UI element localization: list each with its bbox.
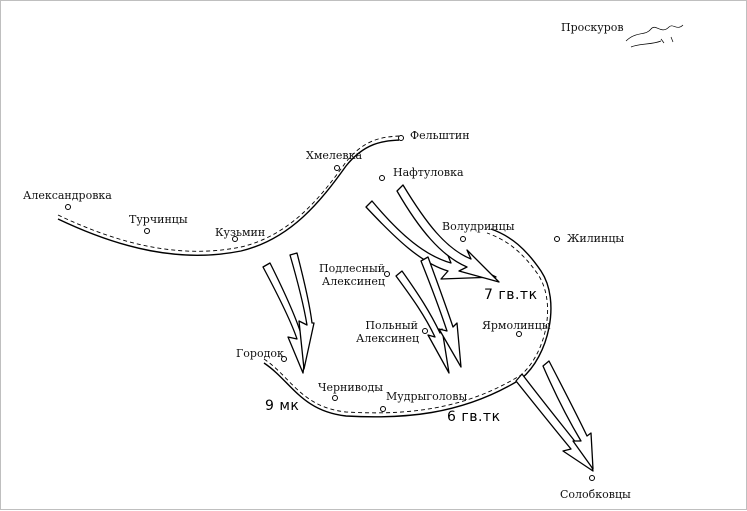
place-dot-polny: [422, 328, 428, 334]
unit-label-7gvtk: 7 гв.тк: [484, 287, 538, 303]
place-dot-felshtin: [398, 135, 404, 141]
place-label-mudrygolovy: Мудрыголовы: [386, 390, 468, 403]
place-dot-zhilintsy: [554, 236, 560, 242]
place-label-kuzmin: Кузьмин: [215, 226, 266, 239]
place-label-felshtin: Фельштин: [410, 129, 470, 142]
arrow-7gvtk-right: [396, 184, 500, 283]
place-label-gorodok: Городок: [236, 347, 284, 360]
place-label-yarmolintsy: Ярмолинцы: [482, 319, 551, 332]
place-dot-chernivody: [332, 395, 338, 401]
place-dot-voludrintsy: [460, 236, 466, 242]
place-label-chernivody: Черниводы: [318, 381, 384, 394]
arrow-solobkovtsy-inner: [542, 360, 594, 470]
place-dot-naftulovka: [379, 175, 385, 181]
place-dot-turchintsy: [144, 228, 150, 234]
unit-label-9mk: 9 мк: [265, 398, 300, 414]
place-dot-mudrygolovy: [380, 406, 386, 412]
place-dot-khmelevka: [334, 165, 340, 171]
place-label-polny: Польный Алексинец: [356, 319, 420, 345]
place-dot-yarmolintsy: [516, 331, 522, 337]
arrow-9mk-right: [289, 252, 315, 370]
place-dot-aleksandrovka: [65, 204, 71, 210]
place-label-solobkovtsy: Солобковцы: [560, 488, 631, 501]
place-label-podlesny: Подлесный Алексинец: [319, 262, 386, 288]
arrow-6gvtk-right: [420, 256, 462, 368]
place-label-aleksandrovka: Александровка: [23, 189, 112, 202]
place-dot-solobkovtsy: [589, 475, 595, 481]
place-dot-kuzmin: [232, 236, 238, 242]
place-label-khmelevka: Хмелевка: [306, 149, 363, 162]
front-line-south: [263, 228, 552, 418]
place-label-zhilintsy: Жилинцы: [567, 232, 625, 245]
attack-arrows: [262, 184, 594, 472]
front-line-north: [57, 135, 400, 256]
arrow-6gvtk-left: [395, 270, 450, 374]
place-label-voludrintsy: Волудринцы: [442, 220, 515, 233]
place-label-naftulovka: Нафтуловка: [393, 166, 464, 179]
place-label-turchintsy: Турчинцы: [129, 213, 188, 226]
signature-scribble: [625, 24, 684, 48]
place-label-proskurov: Проскуров: [561, 21, 624, 34]
unit-label-6gvtk: 6 гв.тк: [447, 409, 501, 425]
place-dot-gorodok: [281, 356, 287, 362]
place-dot-podlesny: [384, 271, 390, 277]
